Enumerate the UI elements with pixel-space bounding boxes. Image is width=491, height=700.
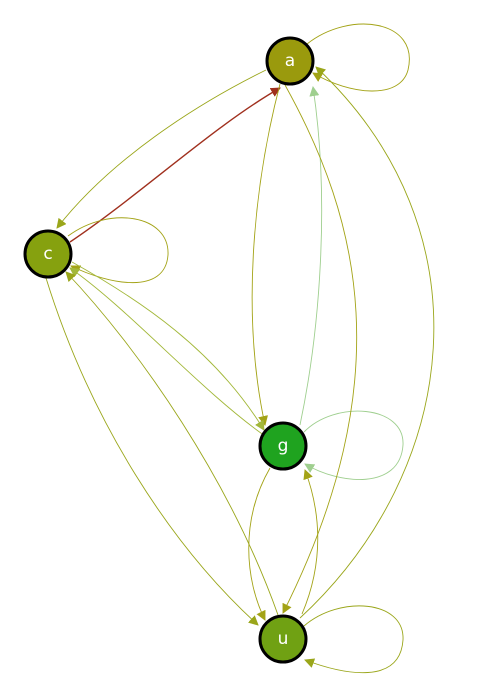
edge-a-to-c: [56, 69, 267, 229]
node-u: u: [258, 614, 308, 664]
edge-c-to-c: [67, 217, 169, 284]
node-label-c: c: [43, 244, 52, 264]
edge-g-to-g: [303, 410, 404, 480]
edge-g-to-c: [69, 267, 266, 437]
edges-layer: [45, 23, 435, 673]
edge-g-to-a: [299, 86, 323, 426]
edge-u-to-c: [65, 271, 279, 616]
node-g: g: [258, 421, 308, 471]
edge-c-to-g: [71, 261, 265, 431]
edge-a-to-g: [251, 83, 281, 426]
nodes-layer: a c g u: [23, 36, 315, 664]
edge-u-to-u: [303, 605, 404, 673]
edge-a-to-a: [306, 23, 410, 92]
edge-c-to-u: [45, 277, 259, 626]
edge-u-to-a: [299, 66, 435, 619]
node-a: a: [265, 36, 315, 86]
edge-c-to-a: [69, 87, 281, 243]
node-circle-g: [258, 421, 308, 471]
node-label-u: u: [278, 629, 289, 649]
edge-u-to-g: [301, 469, 319, 615]
edge-g-to-u: [248, 467, 271, 621]
node-label-g: g: [278, 436, 289, 456]
node-circle-c: [23, 229, 73, 279]
node-circle-a: [265, 36, 315, 86]
node-label-a: a: [285, 51, 295, 71]
node-c: c: [23, 229, 73, 279]
node-circle-u: [258, 614, 308, 664]
edge-a-to-u: [282, 84, 358, 614]
